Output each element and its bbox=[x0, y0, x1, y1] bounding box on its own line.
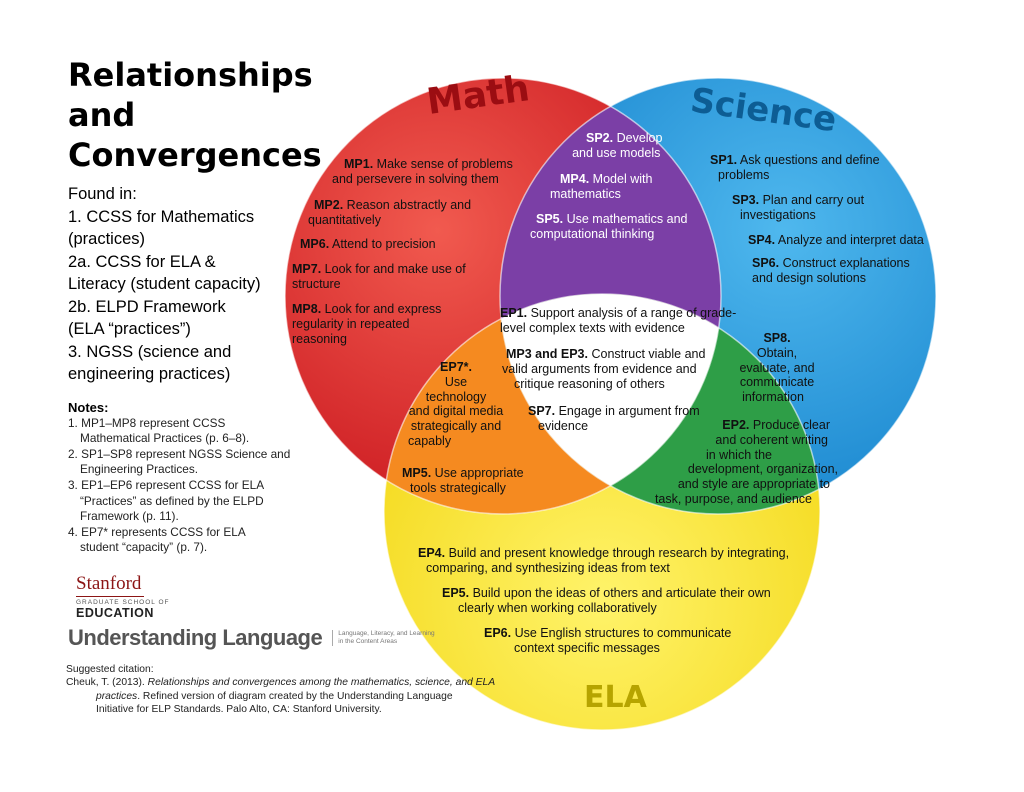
mp1-label: MP1. Make sense of problems and persever… bbox=[332, 157, 513, 186]
ep2-label: EP2. Produce clear and coherent writing … bbox=[654, 418, 838, 506]
found-in-heading: Found in: bbox=[68, 185, 137, 203]
stanford-name: Stanford bbox=[76, 573, 142, 594]
note-line: Framework (p. 11). bbox=[80, 509, 179, 524]
notes-section: Notes: 1. MP1–MP8 represent CCSS Mathema… bbox=[68, 400, 290, 556]
citation-title-end: practices bbox=[96, 690, 138, 702]
title-line: and bbox=[68, 96, 136, 134]
ep5-label: EP5. Build upon the ideas of others and … bbox=[442, 586, 771, 615]
note-line: student “capacity” (p. 7). bbox=[80, 540, 208, 555]
ep6-label: EP6. Use English structures to communica… bbox=[484, 626, 732, 655]
mp6-label: MP6. Attend to precision bbox=[300, 237, 436, 251]
note-line: Mathematical Practices (p. 6–8). bbox=[80, 431, 250, 446]
citation-line: Initiative for ELP Standards. Palo Alto,… bbox=[96, 704, 382, 716]
found-in-item: Literacy (student capacity) bbox=[68, 275, 261, 293]
sp3-label: SP3. Plan and carry out investigations bbox=[732, 193, 865, 222]
ul-tagline-line: Language, Literacy, and Learning bbox=[338, 630, 435, 638]
ul-name: Understanding Language bbox=[68, 625, 323, 650]
citation-title: Relationships and convergences among the… bbox=[147, 677, 496, 689]
citation-heading: Suggested citation: bbox=[66, 664, 154, 675]
stanford-rule bbox=[76, 596, 144, 597]
found-in-item: 2a. CCSS for ELA & bbox=[68, 252, 216, 271]
mp7-label: MP7. Look for and make use of structure bbox=[292, 262, 466, 291]
citation-line: practices. Refined version of diagram cr… bbox=[66, 690, 495, 703]
note-line: 2. SP1–SP8 represent NGSS Science and bbox=[68, 446, 291, 461]
note-line: 1. MP1–MP8 represent CCSS bbox=[68, 415, 226, 430]
found-in-list: Found in: 1. CCSS for Mathematics (pract… bbox=[68, 183, 261, 386]
sp7-label: SP7. Engage in argument from evidence bbox=[528, 404, 700, 433]
sp1-label: SP1. Ask questions and define problems bbox=[710, 153, 880, 182]
mp5-label: MP5. Use appropriate tools strategically bbox=[402, 466, 524, 495]
title-line: Relationships bbox=[68, 56, 313, 94]
science-circle-outline bbox=[499, 77, 937, 515]
note-line: 3. EP1–EP6 represent CCSS for ELA bbox=[68, 477, 265, 492]
found-in-item: engineering practices) bbox=[68, 365, 231, 383]
ul-tagline: Language, Literacy, and Learning in the … bbox=[332, 630, 435, 646]
found-in-item: (ELA “practices”) bbox=[68, 320, 191, 338]
citation-author: Cheuk, T. (2013). bbox=[66, 677, 148, 689]
found-in-item: 1. CCSS for Mathematics bbox=[68, 207, 255, 226]
mp2-label: MP2. Reason abstractly and quantitativel… bbox=[308, 198, 472, 227]
citation-line: Cheuk, T. (2013). Relationships and conv… bbox=[66, 676, 495, 689]
math-circle-outline bbox=[284, 77, 722, 515]
sp5-label: SP5. Use mathematics and computational t… bbox=[530, 212, 688, 241]
stanford-education: EDUCATION bbox=[76, 606, 154, 620]
sp2-label: SP2. Develop and use models bbox=[572, 131, 663, 160]
found-in-item: 2b. ELPD Framework bbox=[68, 297, 226, 316]
ela-circle-outline bbox=[383, 293, 821, 731]
ep1-label: EP1. Support analysis of a range of grad… bbox=[500, 306, 737, 335]
sp4-label: SP4. Analyze and interpret data bbox=[748, 233, 924, 247]
note-line: “Practices” as defined by the ELPD bbox=[80, 493, 264, 508]
notes-heading: Notes: bbox=[68, 400, 109, 415]
note-line: Engineering Practices. bbox=[80, 462, 199, 477]
sp6-label: SP6. Construct explanations and design s… bbox=[752, 256, 910, 285]
stanford-logo: Stanford GRADUATE SCHOOL OF EDUCATION bbox=[76, 573, 169, 620]
stanford-subtitle: GRADUATE SCHOOL OF bbox=[76, 599, 170, 606]
ul-tagline-line: in the Content Areas bbox=[338, 638, 398, 645]
found-in-item: (practices) bbox=[68, 230, 146, 248]
mp3-ep3-label: MP3 and EP3. Construct viable and valid … bbox=[502, 347, 706, 391]
citation-text: . Refined version of diagram created by … bbox=[137, 690, 453, 702]
page-title: Relationships and Convergences bbox=[68, 55, 322, 175]
citation: Suggested citation: Cheuk, T. (2013). Re… bbox=[66, 663, 495, 717]
ep4-label: EP4. Build and present knowledge through… bbox=[418, 546, 790, 575]
ela-circle-label: ELA bbox=[584, 680, 647, 715]
note-line: 4. EP7* represents CCSS for ELA bbox=[68, 524, 246, 539]
mp4-label: MP4. Model with mathematics bbox=[550, 172, 653, 201]
ep7-label: EP7*. Use technology and digital media s… bbox=[408, 360, 504, 448]
sp8-label: SP8. Obtain, evaluate, and communicate i… bbox=[739, 331, 815, 404]
mp8-label: MP8. Look for and express regularity in … bbox=[292, 302, 442, 346]
found-in-item: 3. NGSS (science and bbox=[68, 342, 232, 361]
understanding-language-logo: Understanding Language Language, Literac… bbox=[68, 625, 435, 651]
title-line: Convergences bbox=[68, 136, 322, 174]
